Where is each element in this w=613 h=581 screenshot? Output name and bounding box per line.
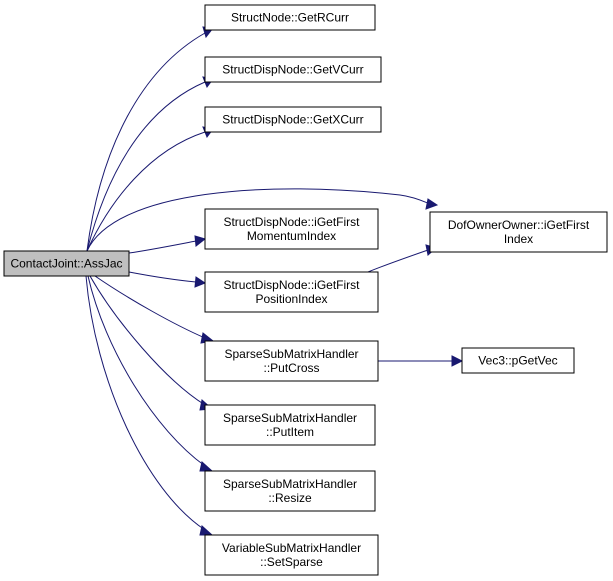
arrowhead-icon	[199, 525, 214, 536]
node-n1[interactable]: StructNode::GetRCurr	[204, 4, 376, 31]
node-box[interactable]	[461, 347, 575, 374]
node-root[interactable]: ContactJoint::AssJac	[3, 250, 130, 277]
arrowhead-icon	[425, 198, 439, 210]
node-label: MomentumIndex	[247, 229, 336, 243]
node-box[interactable]	[204, 106, 382, 133]
node-n7[interactable]: SparseSubMatrixHandler::PutItem	[204, 404, 376, 446]
edge-line	[367, 249, 429, 273]
arrowhead-icon	[199, 461, 214, 472]
node-box[interactable]	[204, 271, 379, 313]
edge-root-n4	[128, 235, 207, 254]
node-n2[interactable]: StructDispNode::GetVCurr	[204, 56, 382, 83]
node-label: Vec3::pGetVec	[478, 354, 557, 368]
node-box[interactable]	[204, 208, 379, 250]
node-label: ContactJoint::AssJac	[10, 257, 122, 271]
edge-line	[86, 131, 206, 252]
edge-line	[128, 240, 197, 254]
arrowhead-icon	[194, 235, 207, 247]
edge-line	[87, 275, 206, 467]
node-label: StructDispNode::iGetFirst	[223, 215, 360, 229]
edge-root-n7	[89, 275, 214, 411]
node-label: SparseSubMatrixHandler	[224, 347, 358, 361]
edge-root-n8	[87, 275, 214, 472]
edge-line	[94, 275, 206, 339]
node-label: ::PutItem	[266, 425, 314, 439]
node-box[interactable]	[204, 534, 379, 576]
node-n3[interactable]: StructDispNode::GetXCurr	[204, 106, 382, 133]
edge-line	[86, 188, 431, 252]
node-box[interactable]	[429, 211, 608, 253]
node-label: SparseSubMatrixHandler	[223, 477, 357, 491]
node-label: StructDispNode::GetXCurr	[222, 113, 363, 127]
node-label: PositionIndex	[255, 292, 327, 306]
node-box[interactable]	[204, 4, 376, 31]
node-box[interactable]	[204, 56, 382, 83]
node-label: StructDispNode::GetVCurr	[222, 63, 363, 77]
edge-line	[86, 32, 206, 252]
node-label: ::Resize	[268, 491, 312, 505]
node-n6[interactable]: SparseSubMatrixHandler::PutCross	[204, 340, 379, 382]
node-label: ::PutCross	[263, 361, 319, 375]
node-label: ::SetSparse	[260, 555, 323, 569]
edge-line	[128, 271, 197, 283]
node-n9[interactable]: VariableSubMatrixHandler::SetSparse	[204, 534, 379, 576]
node-box[interactable]	[3, 250, 130, 277]
edge-line	[86, 81, 206, 252]
nodes-layer: ContactJoint::AssJac StructNode::GetRCurr…	[3, 4, 608, 576]
arrowhead-icon	[194, 276, 207, 288]
node-label: StructNode::GetRCurr	[231, 11, 349, 25]
node-label: VariableSubMatrixHandler	[222, 541, 361, 555]
arrowhead-icon	[451, 355, 464, 367]
edge-root-n10	[86, 188, 439, 252]
edge-root-n9	[85, 275, 214, 536]
edge-line	[85, 275, 206, 531]
node-label: StructDispNode::iGetFirst	[223, 278, 360, 292]
node-label: DofOwnerOwner::iGetFirst	[448, 218, 590, 232]
node-n8[interactable]: SparseSubMatrixHandler::Resize	[204, 470, 376, 512]
node-label: SparseSubMatrixHandler	[223, 411, 357, 425]
edge-root-n1	[86, 26, 214, 252]
edge-n6-n11	[378, 355, 464, 367]
edge-root-n3	[86, 126, 214, 252]
node-box[interactable]	[204, 470, 376, 512]
edge-root-n5	[128, 271, 207, 288]
node-box[interactable]	[204, 340, 379, 382]
node-box[interactable]	[204, 404, 376, 446]
node-n11[interactable]: Vec3::pGetVec	[461, 347, 575, 374]
edge-line	[89, 275, 206, 406]
node-label: Index	[504, 232, 533, 246]
